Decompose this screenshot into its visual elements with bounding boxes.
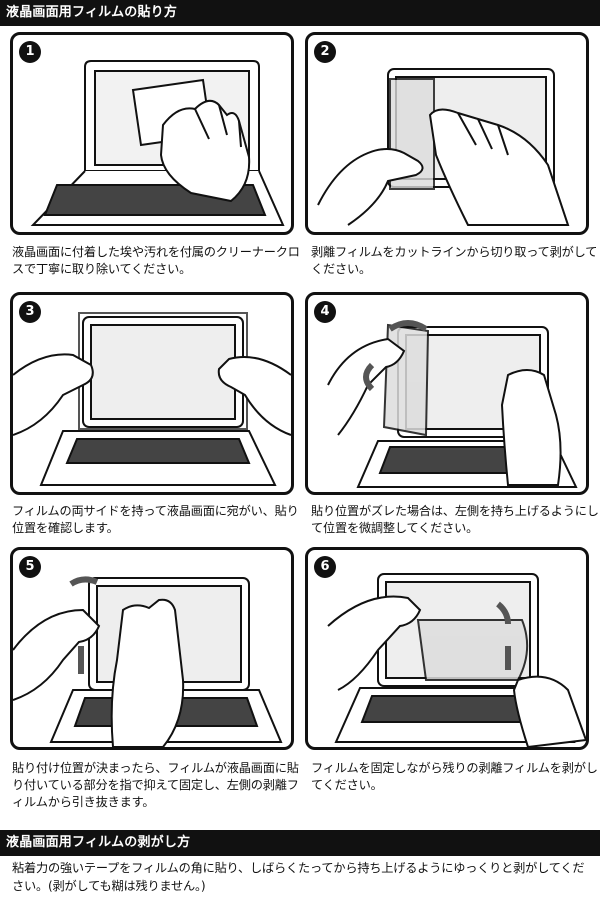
- removal-instructions: 粘着力の強いテープをフィルムの角に貼り、しばらくたってから持ち上げるようにゆっく…: [12, 861, 585, 893]
- section-header-apply: 液晶画面用フィルムの貼り方: [0, 0, 600, 26]
- step-4-illustration: 4: [305, 292, 589, 495]
- step-1-caption: 液晶画面に付着した埃や汚れを付属のクリーナークロスで丁寧に取り除いてください。: [12, 245, 300, 276]
- align-film-illustration: [13, 312, 291, 486]
- step-4-number: 4: [314, 301, 336, 323]
- step-3-caption: フィルムの両サイドを持って液晶画面に宛がい、貼り位置を確認します。: [12, 504, 299, 535]
- step-3-number: 3: [19, 301, 41, 323]
- peel-remaining-film-illustration: [327, 573, 586, 747]
- step-2-illustration: 2: [305, 32, 589, 235]
- step-1-number: 1: [19, 41, 41, 63]
- step-6-number: 6: [314, 556, 336, 578]
- step-5-caption: 貼り付け位置が決まったら、フィルムが液晶画面に貼り付いている部分を指で抑えて固定…: [12, 761, 299, 809]
- step-2-caption: 剥離フィルムをカットラインから切り取って剥がしてください。: [311, 245, 598, 276]
- section-header-remove: 液晶画面用フィルムの剥がし方: [0, 830, 600, 856]
- step-2-number: 2: [314, 41, 336, 63]
- step-5-number: 5: [19, 556, 41, 578]
- step-6-illustration: 6: [305, 547, 589, 750]
- step-1-illustration: 1: [10, 32, 294, 235]
- adjust-position-illustration: [327, 320, 578, 488]
- step-5-illustration: 5: [10, 547, 294, 750]
- step-6-caption: フィルムを固定しながら残りの剥離フィルムを剥がしてください。: [311, 761, 598, 792]
- pull-left-film-illustration: [13, 576, 283, 747]
- step-3-illustration: 3: [10, 292, 294, 495]
- laptop-cleaning-illustration: [30, 60, 285, 226]
- step-4-caption: 貼り位置がズレた場合は、左側を持ち上げるようにして位置を微調整してください。: [311, 504, 599, 535]
- peel-release-film-illustration: [317, 68, 570, 226]
